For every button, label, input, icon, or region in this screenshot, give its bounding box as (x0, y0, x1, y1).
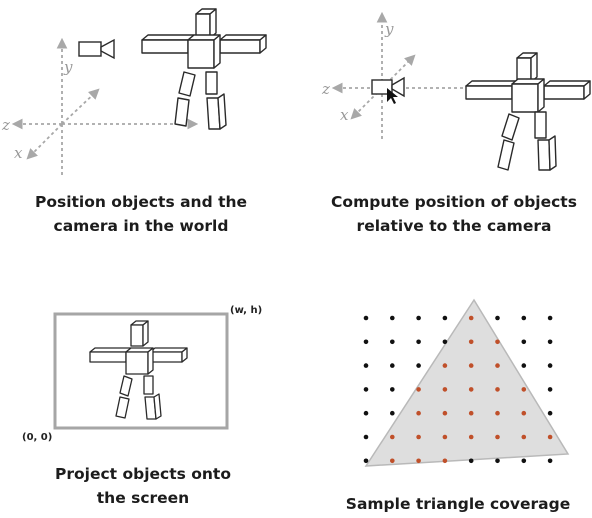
sample-point (363, 363, 369, 368)
sample-point (442, 339, 448, 345)
sample-point (521, 315, 527, 321)
caption-relative-camera: Compute position of objects relative to … (318, 190, 590, 238)
sample-point (416, 363, 421, 368)
sample-point-covered (495, 434, 500, 440)
sample-grid (363, 315, 553, 464)
sample-point-covered (521, 434, 527, 440)
caption-line-2: the screen (96, 489, 190, 507)
sample-point (521, 363, 527, 368)
caption-line-2: relative to the camera (356, 217, 552, 235)
robot-figure-world (141, 8, 267, 130)
sample-point (416, 315, 421, 321)
sample-point-covered (442, 387, 448, 392)
corner-label-origin: (0, 0) (22, 432, 53, 443)
sample-point (390, 363, 395, 368)
sample-point (390, 410, 395, 416)
sample-point-covered (495, 363, 500, 368)
corner-label-wh: (w, h) (230, 305, 263, 316)
sample-point-covered (521, 387, 527, 392)
world-axes (11, 37, 199, 176)
sample-point-covered (442, 458, 448, 464)
axis-label-z: z (1, 116, 10, 134)
caption-line-1: Sample triangle coverage (345, 495, 571, 513)
sample-point (390, 387, 395, 392)
sample-point (363, 434, 369, 440)
sample-point-covered (495, 339, 500, 345)
sample-point (363, 410, 369, 416)
sample-point (495, 458, 500, 464)
sample-point-covered (468, 339, 474, 345)
axis-label-y: y (384, 20, 394, 38)
sample-point (416, 339, 421, 345)
sample-point (363, 458, 369, 464)
sample-point (547, 315, 553, 321)
sample-point (495, 315, 500, 321)
x-axis-neg (61, 88, 100, 125)
sample-point-covered (468, 410, 474, 416)
caption-line-1: Project objects onto (54, 465, 231, 483)
sample-point (521, 339, 527, 345)
caption-line-1: Compute position of objects (331, 193, 577, 211)
x-axis (26, 123, 63, 160)
axis-label-y: y (63, 58, 73, 76)
axis-label-z: z (321, 80, 330, 98)
sample-point-covered (442, 410, 448, 416)
sample-point (547, 339, 553, 345)
sample-point (547, 410, 553, 416)
sample-point-covered (547, 434, 553, 440)
sample-point-covered (468, 315, 474, 321)
sample-point (547, 458, 553, 464)
axis-label-x: x (340, 106, 349, 124)
sample-point (547, 387, 553, 392)
axis-label-x: x (14, 144, 23, 162)
sample-point-covered (495, 410, 500, 416)
caption-line-1: Position objects and the (34, 193, 248, 211)
caption-triangle-coverage: Sample triangle coverage (328, 492, 588, 516)
sample-point-covered (416, 387, 421, 392)
sample-point-covered (416, 434, 421, 440)
sample-point (363, 339, 369, 345)
sample-point-covered (468, 363, 474, 368)
sample-point-covered (468, 434, 474, 440)
triangle (364, 298, 570, 467)
sample-point-covered (521, 410, 527, 416)
sample-point-covered (495, 387, 500, 392)
robot-figure-projected (89, 320, 188, 420)
sample-point (521, 458, 527, 464)
sample-point-covered (416, 458, 421, 464)
sample-point-covered (468, 387, 474, 392)
sample-point-covered (416, 410, 421, 416)
caption-line-2: camera in the world (53, 217, 229, 235)
caption-project-screen: Project objects onto the screen (18, 462, 268, 510)
sample-point (547, 363, 553, 368)
robot-figure-camera (465, 52, 591, 171)
sample-point (390, 315, 395, 321)
camera-icon (78, 38, 115, 60)
sample-point (363, 315, 369, 321)
sample-point-covered (442, 434, 448, 440)
sample-point (390, 339, 395, 345)
sample-point (442, 315, 448, 321)
cursor-icon (387, 88, 398, 104)
sample-point-covered (390, 434, 395, 440)
sample-point-covered (442, 363, 448, 368)
sample-point (363, 387, 369, 392)
caption-position-world: Position objects and the camera in the w… (8, 190, 274, 238)
sample-point (468, 458, 474, 464)
sample-point-covered (390, 458, 395, 464)
